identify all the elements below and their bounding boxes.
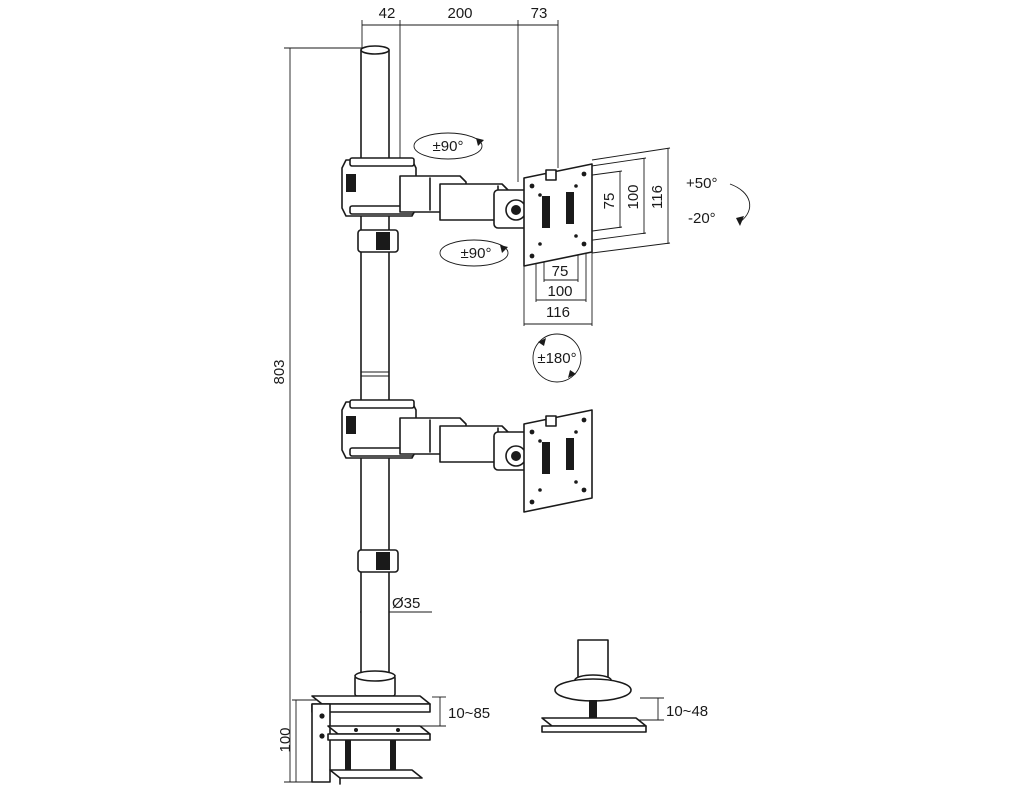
dimension-lines bbox=[284, 20, 671, 783]
swivel-arrow-upper bbox=[413, 132, 484, 160]
label-rotation: ±180° bbox=[537, 350, 576, 367]
label-tilt-down: -20° bbox=[688, 210, 716, 227]
label-tilt-up: +50° bbox=[686, 175, 717, 192]
dim-clamp-range: 10~85 bbox=[448, 705, 490, 722]
dim-arm-length: 200 bbox=[447, 5, 472, 22]
dim-vesa-h-large: 100 bbox=[547, 283, 572, 300]
dim-grommet-range: 10~48 bbox=[666, 703, 708, 720]
desk-clamp bbox=[311, 670, 431, 785]
rotation-arrow bbox=[532, 333, 582, 383]
cable-clip-lower bbox=[357, 549, 399, 573]
dim-pole-diameter: Ø35 bbox=[392, 595, 420, 612]
dim-top-offset-right: 73 bbox=[531, 5, 548, 22]
dim-top-offset-left: 42 bbox=[379, 5, 396, 22]
cable-clip-upper bbox=[357, 229, 399, 253]
grommet-mount bbox=[541, 639, 647, 733]
dim-plate-h: 116 bbox=[546, 304, 570, 321]
dim-clamp-height: 100 bbox=[277, 727, 294, 752]
upper-arm bbox=[341, 157, 529, 229]
swivel-arrow-lower bbox=[439, 239, 509, 267]
label-swivel-upper: ±90° bbox=[433, 138, 464, 155]
dim-vesa-h-small: 75 bbox=[552, 263, 569, 280]
dim-vesa-v-large: 100 bbox=[625, 184, 642, 209]
dim-plate-v: 116 bbox=[649, 185, 666, 209]
dim-total-height: 803 bbox=[271, 359, 288, 384]
dim-vesa-v-small: 75 bbox=[601, 193, 618, 210]
label-swivel-lower: ±90° bbox=[461, 245, 492, 262]
vesa-plate-lower bbox=[523, 409, 593, 513]
vesa-plate-upper bbox=[523, 163, 593, 267]
tilt-arrow bbox=[729, 183, 751, 226]
pole bbox=[360, 45, 390, 681]
